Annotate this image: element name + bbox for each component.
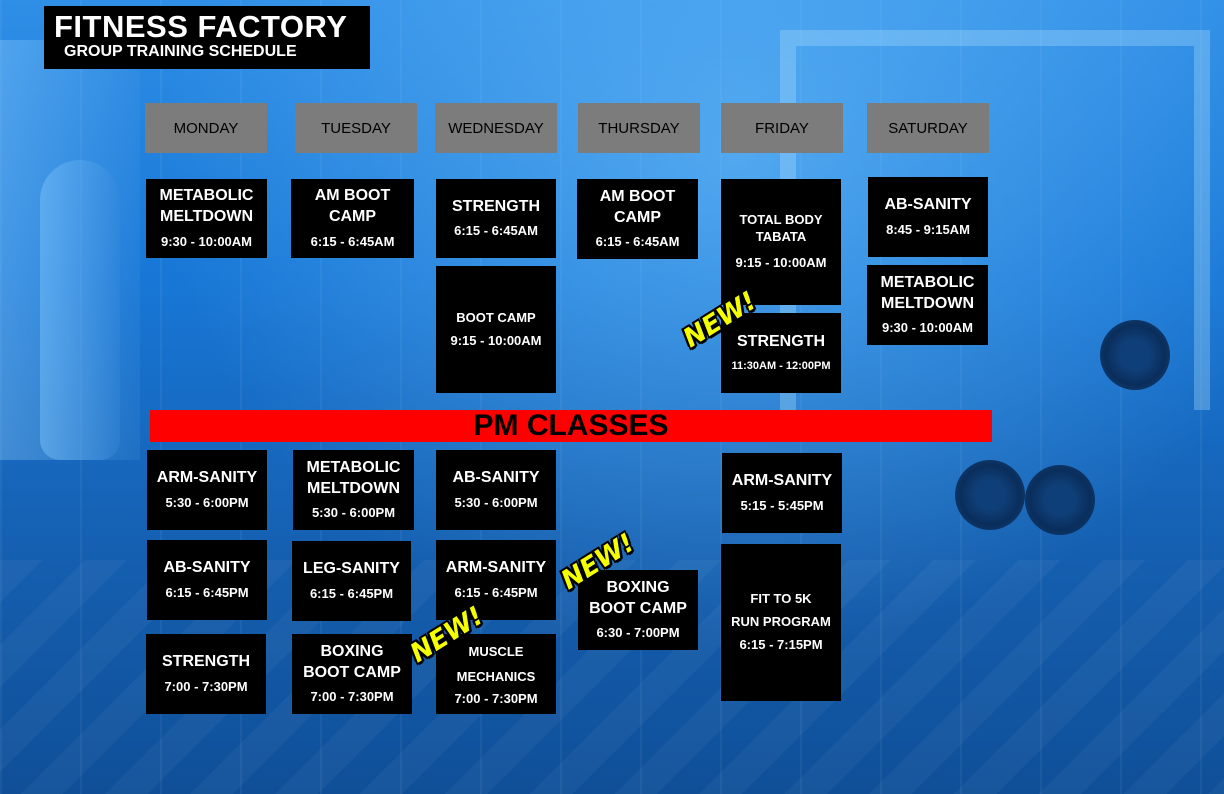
class-card: FIT TO 5K RUN PROGRAM 6:15 - 7:15PM [721,544,841,701]
class-time: 9:30 - 10:00AM [160,233,253,249]
class-name: AM BOOT CAMP [599,187,676,226]
class-card: AB-SANITY 6:15 - 6:45PM [147,540,267,620]
class-time: 8:45 - 9:15AM [886,221,970,237]
class-name: LEG-SANITY [303,560,400,578]
class-time: 5:30 - 6:00PM [165,494,249,510]
class-card: AM BOOT CAMP 6:15 - 6:45AM [291,179,414,258]
class-time: 6:15 - 6:45PM [454,584,538,600]
class-card: STRENGTH 7:00 - 7:30PM [146,634,266,714]
class-time: 5:30 - 6:00PM [454,494,538,510]
day-header-wednesday: WEDNESDAY [435,103,557,153]
class-name: AB-SANITY [163,559,251,577]
class-card: METABOLIC MELTDOWN 9:30 - 10:00AM [867,265,988,345]
class-card: BOOT CAMP 9:15 - 10:00AM [436,266,556,393]
class-card: STRENGTH 11:30AM - 12:00PM [721,313,841,393]
power-rack-background [780,30,1210,410]
class-time: 7:00 - 7:30PM [454,691,538,707]
class-name: METABOLIC MELTDOWN [306,458,401,497]
class-card: TOTAL BODY TABATA 9:15 - 10:00AM [721,179,841,305]
class-name: BOXING BOOT CAMP [303,642,401,681]
class-name: STRENGTH [452,197,540,215]
class-name: ARM-SANITY [445,559,547,577]
class-time: 11:30AM - 12:00PM [731,360,831,373]
weight-plate-decoration [1100,320,1170,390]
day-header-friday: FRIDAY [721,103,843,153]
class-time: 6:15 - 6:45PM [165,584,249,600]
class-time: 7:00 - 7:30PM [310,689,394,705]
day-header-tuesday: TUESDAY [295,103,417,153]
class-card: BOXING BOOT CAMP 7:00 - 7:30PM [292,634,412,714]
class-time: 5:30 - 6:00PM [311,505,396,521]
class-subtitle: RUN PROGRAM [731,614,831,630]
class-time: 6:15 - 6:45AM [595,234,680,250]
class-name: METABOLIC MELTDOWN [880,273,975,312]
class-time: 6:15 - 6:45PM [309,585,394,601]
punching-bag-background [40,160,120,460]
class-name: BOXING BOOT CAMP [589,578,687,617]
class-time: 6:30 - 7:00PM [596,625,680,641]
day-header-thursday: THURSDAY [578,103,700,153]
day-header-saturday: SATURDAY [867,103,989,153]
class-card: ARM-SANITY 5:30 - 6:00PM [147,450,267,530]
class-name: ARM-SANITY [731,472,833,490]
class-card: METABOLIC MELTDOWN 9:30 - 10:00AM [146,179,267,258]
class-name: STRENGTH [162,653,250,671]
class-card: ARM-SANITY 6:15 - 6:45PM [436,540,556,620]
class-card: MUSCLE MECHANICS 7:00 - 7:30PM [436,634,556,714]
class-card: BOXING BOOT CAMP 6:30 - 7:00PM [578,570,698,650]
class-time: 6:15 - 7:15PM [739,636,823,652]
class-time: 7:00 - 7:30PM [164,678,248,694]
class-name: METABOLIC MELTDOWN [159,187,254,226]
gym-title: FITNESS FACTORY [54,9,348,44]
gym-rack-background [0,40,140,460]
class-name: AB-SANITY [884,196,972,214]
class-time: 5:15 - 5:45PM [740,497,824,513]
class-time: 9:15 - 10:00AM [450,332,542,348]
class-name: ARM-SANITY [156,469,258,487]
class-card: LEG-SANITY 6:15 - 6:45PM [292,541,411,621]
pm-classes-banner: PM CLASSES [150,409,992,442]
class-card: METABOLIC MELTDOWN 5:30 - 6:00PM [293,450,414,530]
class-name: FIT TO 5K [750,591,812,607]
class-time: 9:30 - 10:00AM [881,320,974,336]
class-card: ARM-SANITY 5:15 - 5:45PM [722,453,842,533]
class-card: AB-SANITY 8:45 - 9:15AM [868,177,988,257]
day-header-monday: MONDAY [145,103,267,153]
weight-plate-decoration [1025,465,1095,535]
class-time: 6:15 - 6:45AM [310,233,395,249]
class-card: AM BOOT CAMP 6:15 - 6:45AM [577,179,698,259]
class-card: STRENGTH 6:15 - 6:45AM [436,179,556,258]
class-name: AB-SANITY [452,469,540,487]
class-time: 6:15 - 6:45AM [454,223,538,239]
schedule-header: FITNESS FACTORY GROUP TRAINING SCHEDULE [44,6,370,69]
class-name: BOOT CAMP [456,309,536,325]
class-name: STRENGTH [737,333,825,351]
class-name: MUSCLE MECHANICS [456,643,536,684]
class-name: AM BOOT CAMP [314,187,391,226]
class-time: 9:15 - 10:00AM [735,255,827,271]
weight-plate-decoration [955,460,1025,530]
class-card: AB-SANITY 5:30 - 6:00PM [436,450,556,530]
class-name: TOTAL BODY TABATA [739,211,823,244]
schedule-subtitle: GROUP TRAINING SCHEDULE [64,43,297,60]
